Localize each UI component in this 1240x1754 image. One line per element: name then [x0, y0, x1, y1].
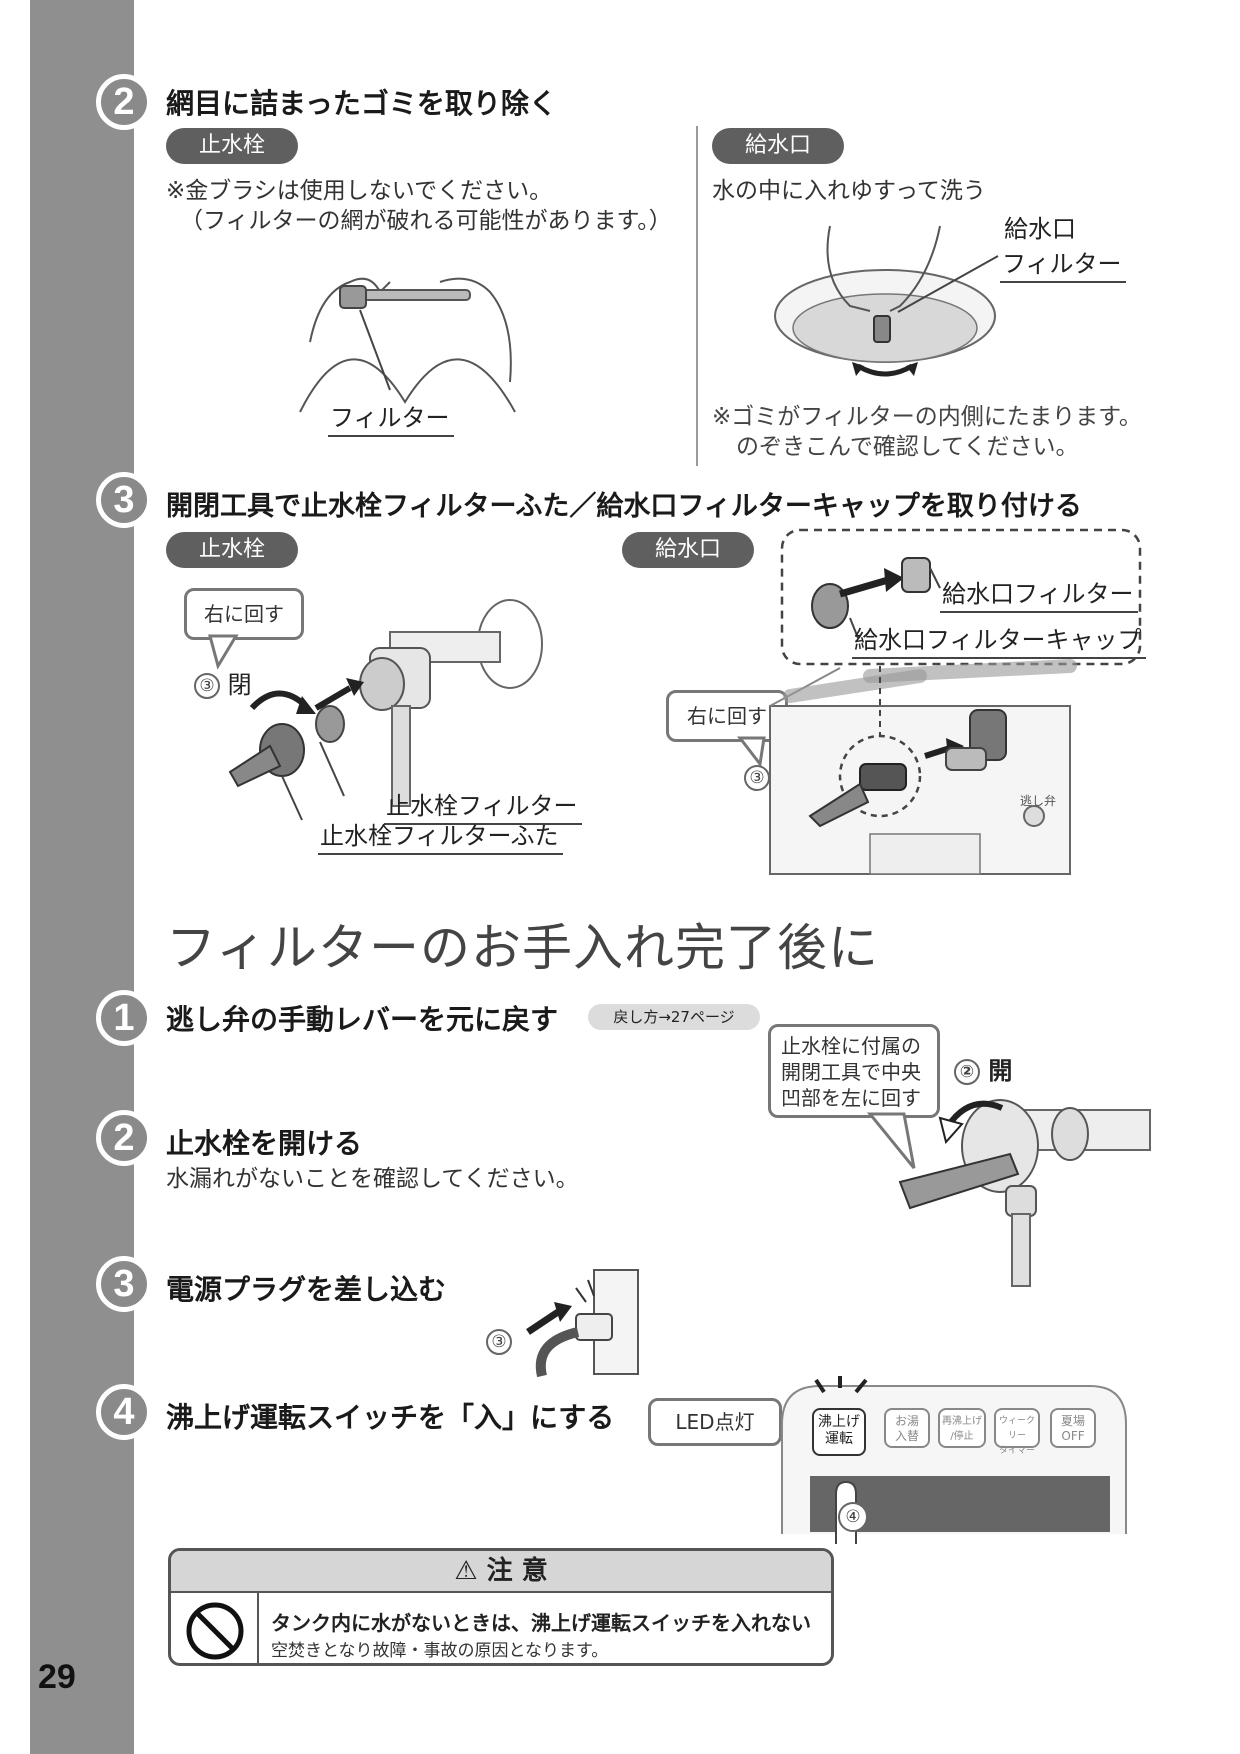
step-number: 4 [96, 1384, 152, 1440]
column-divider [696, 126, 698, 466]
step-marker: ② [954, 1059, 980, 1085]
button-label: お湯 [894, 1414, 919, 1428]
caution-sub-text: 空焚きとなり故障・事故の原因となります。 [271, 1641, 609, 1661]
turn-right-callout: 右に回す [666, 690, 788, 742]
stop-valve-cover-label: 止水栓フィルターふた [318, 816, 563, 855]
step-number: 3 [96, 1256, 152, 1312]
weekly-timer-button[interactable]: ウィークリー タイマー [994, 1408, 1040, 1456]
plug-outlet-illustration [526, 1269, 639, 1378]
caution-icon-cell [171, 1593, 259, 1663]
caution-header: ⚠ 注 意 [171, 1551, 831, 1593]
inlet-check-note-detail: のぞきこんで確認してください。 [736, 434, 1079, 460]
button-label: 再沸上げ [942, 1416, 982, 1427]
button-label: ウィークリー [998, 1416, 1035, 1441]
step-marker: ③ [486, 1329, 512, 1355]
button-label: タイマー [998, 1446, 1035, 1456]
plug-step-marker: ③ [486, 1326, 512, 1357]
callout-line: 凹部を左に回す [781, 1086, 921, 1110]
wash-instruction: 水の中に入れゆすって洗う [712, 178, 986, 204]
inlet-filter-label: 給水口フィルター [940, 574, 1138, 613]
stop-valve-filter-label: 止水栓フィルター [384, 786, 582, 825]
step-title: 網目に詰まったゴミを取り除く [166, 87, 557, 120]
step-title: 逃し弁の手動レバーを元に戻す [166, 1003, 559, 1036]
sidebar-band [30, 0, 148, 1754]
brush-filter-illustration [299, 277, 516, 413]
open-tool-callout: 止水栓に付属の 開閉工具で中央 凹部を左に回す [768, 1024, 940, 1118]
step-number: 3 [96, 472, 152, 528]
page-number: 29 [38, 1658, 76, 1696]
inlet-cap-label: 給水口フィルターキャップ [852, 620, 1146, 659]
button-label: 夏場 [1060, 1414, 1085, 1428]
water-inlet-tag: 給水口 [622, 532, 754, 568]
step-title: 止水栓を開ける [166, 1127, 363, 1160]
inlet-filter-label-top: 給水口 [1004, 215, 1076, 243]
relief-valve-text: 逃し弁 [1020, 794, 1057, 808]
reboil-stop-button[interactable]: 再沸上げ /停止 [938, 1408, 986, 1448]
stop-valve-open-illustration [898, 1099, 1151, 1287]
step-number: 2 [96, 74, 152, 130]
callout-tail [866, 1112, 916, 1169]
hot-water-replace-button[interactable]: お湯 入替 [884, 1408, 930, 1448]
callout-tail [736, 736, 766, 768]
inlet-parts-dashed-frame [780, 528, 1142, 666]
page-reference[interactable]: 戻し方→27ページ [588, 1004, 760, 1030]
boil-operation-button[interactable]: 沸上げ 運転 [812, 1408, 866, 1456]
caution-box: ⚠ 注 意 タンク内に水がないときは、沸上げ運転スイッチを入れない 空焚きとなり… [168, 1548, 834, 1666]
step-marker: ③ [194, 673, 220, 699]
step-title: 沸上げ運転スイッチを「入」にする [166, 1401, 615, 1434]
close-label: 閉 [227, 671, 252, 699]
dotted-connector [123, 540, 129, 960]
leak-note: 水漏れがないことを確認してください。 [166, 1166, 579, 1192]
prohibition-icon [186, 1602, 244, 1660]
stop-valve-install-illustration [228, 599, 543, 821]
led-callout: LED点灯 [648, 1398, 782, 1446]
open-label: 開 [988, 1057, 1013, 1085]
section-title: フィルターのお手入れ完了後に [166, 919, 879, 977]
close-indicator: ③ 閉 [194, 670, 252, 701]
brush-note-detail: （フィルターの網が破れる可能性があります。） [180, 208, 672, 234]
stop-valve-tag: 止水栓 [166, 128, 298, 164]
filter-label: フィルター [328, 398, 454, 437]
callout-line: 開閉工具で中央 [781, 1060, 921, 1084]
warning-triangle-icon: ⚠ [454, 1556, 478, 1586]
inlet-check-note: ※ゴミがフィルターの内側にたまります。 [712, 404, 1142, 430]
turn-right-callout: 右に回す [184, 588, 304, 640]
press-step-marker: ④ [838, 1500, 868, 1532]
step-title: 開閉工具で止水栓フィルターふた／給水口フィルターキャップを取り付ける [166, 491, 1082, 522]
brush-note: ※金ブラシは使用しないでください。 [166, 178, 553, 204]
summer-off-button[interactable]: 夏場 OFF [1050, 1408, 1096, 1448]
button-label: /停止 [950, 1431, 974, 1442]
button-label: OFF [1061, 1429, 1085, 1443]
step-number: 2 [96, 1110, 152, 1166]
step-marker: ④ [838, 1501, 868, 1532]
button-label: 沸上げ [818, 1414, 860, 1430]
stop-valve-tag: 止水栓 [166, 532, 298, 568]
callout-tail [208, 634, 239, 670]
step-number: 1 [96, 990, 152, 1046]
caution-main-text: タンク内に水がないときは、沸上げ運転スイッチを入れない [271, 1611, 811, 1635]
sidebar-strip [134, 0, 148, 1754]
water-heater-unit-illustration [769, 659, 1077, 875]
button-label: 運転 [825, 1431, 853, 1447]
callout-line: 止水栓に付属の [781, 1034, 921, 1058]
caution-heading: 注 意 [486, 1556, 548, 1586]
button-label: 入替 [894, 1429, 919, 1443]
inlet-filter-label: フィルター [1000, 244, 1126, 283]
open-indicator: ② 開 [954, 1056, 1012, 1087]
water-inlet-tag: 給水口 [712, 128, 844, 164]
bucket-wash-illustration [774, 225, 999, 377]
step-title: 電源プラグを差し込む [166, 1273, 447, 1306]
